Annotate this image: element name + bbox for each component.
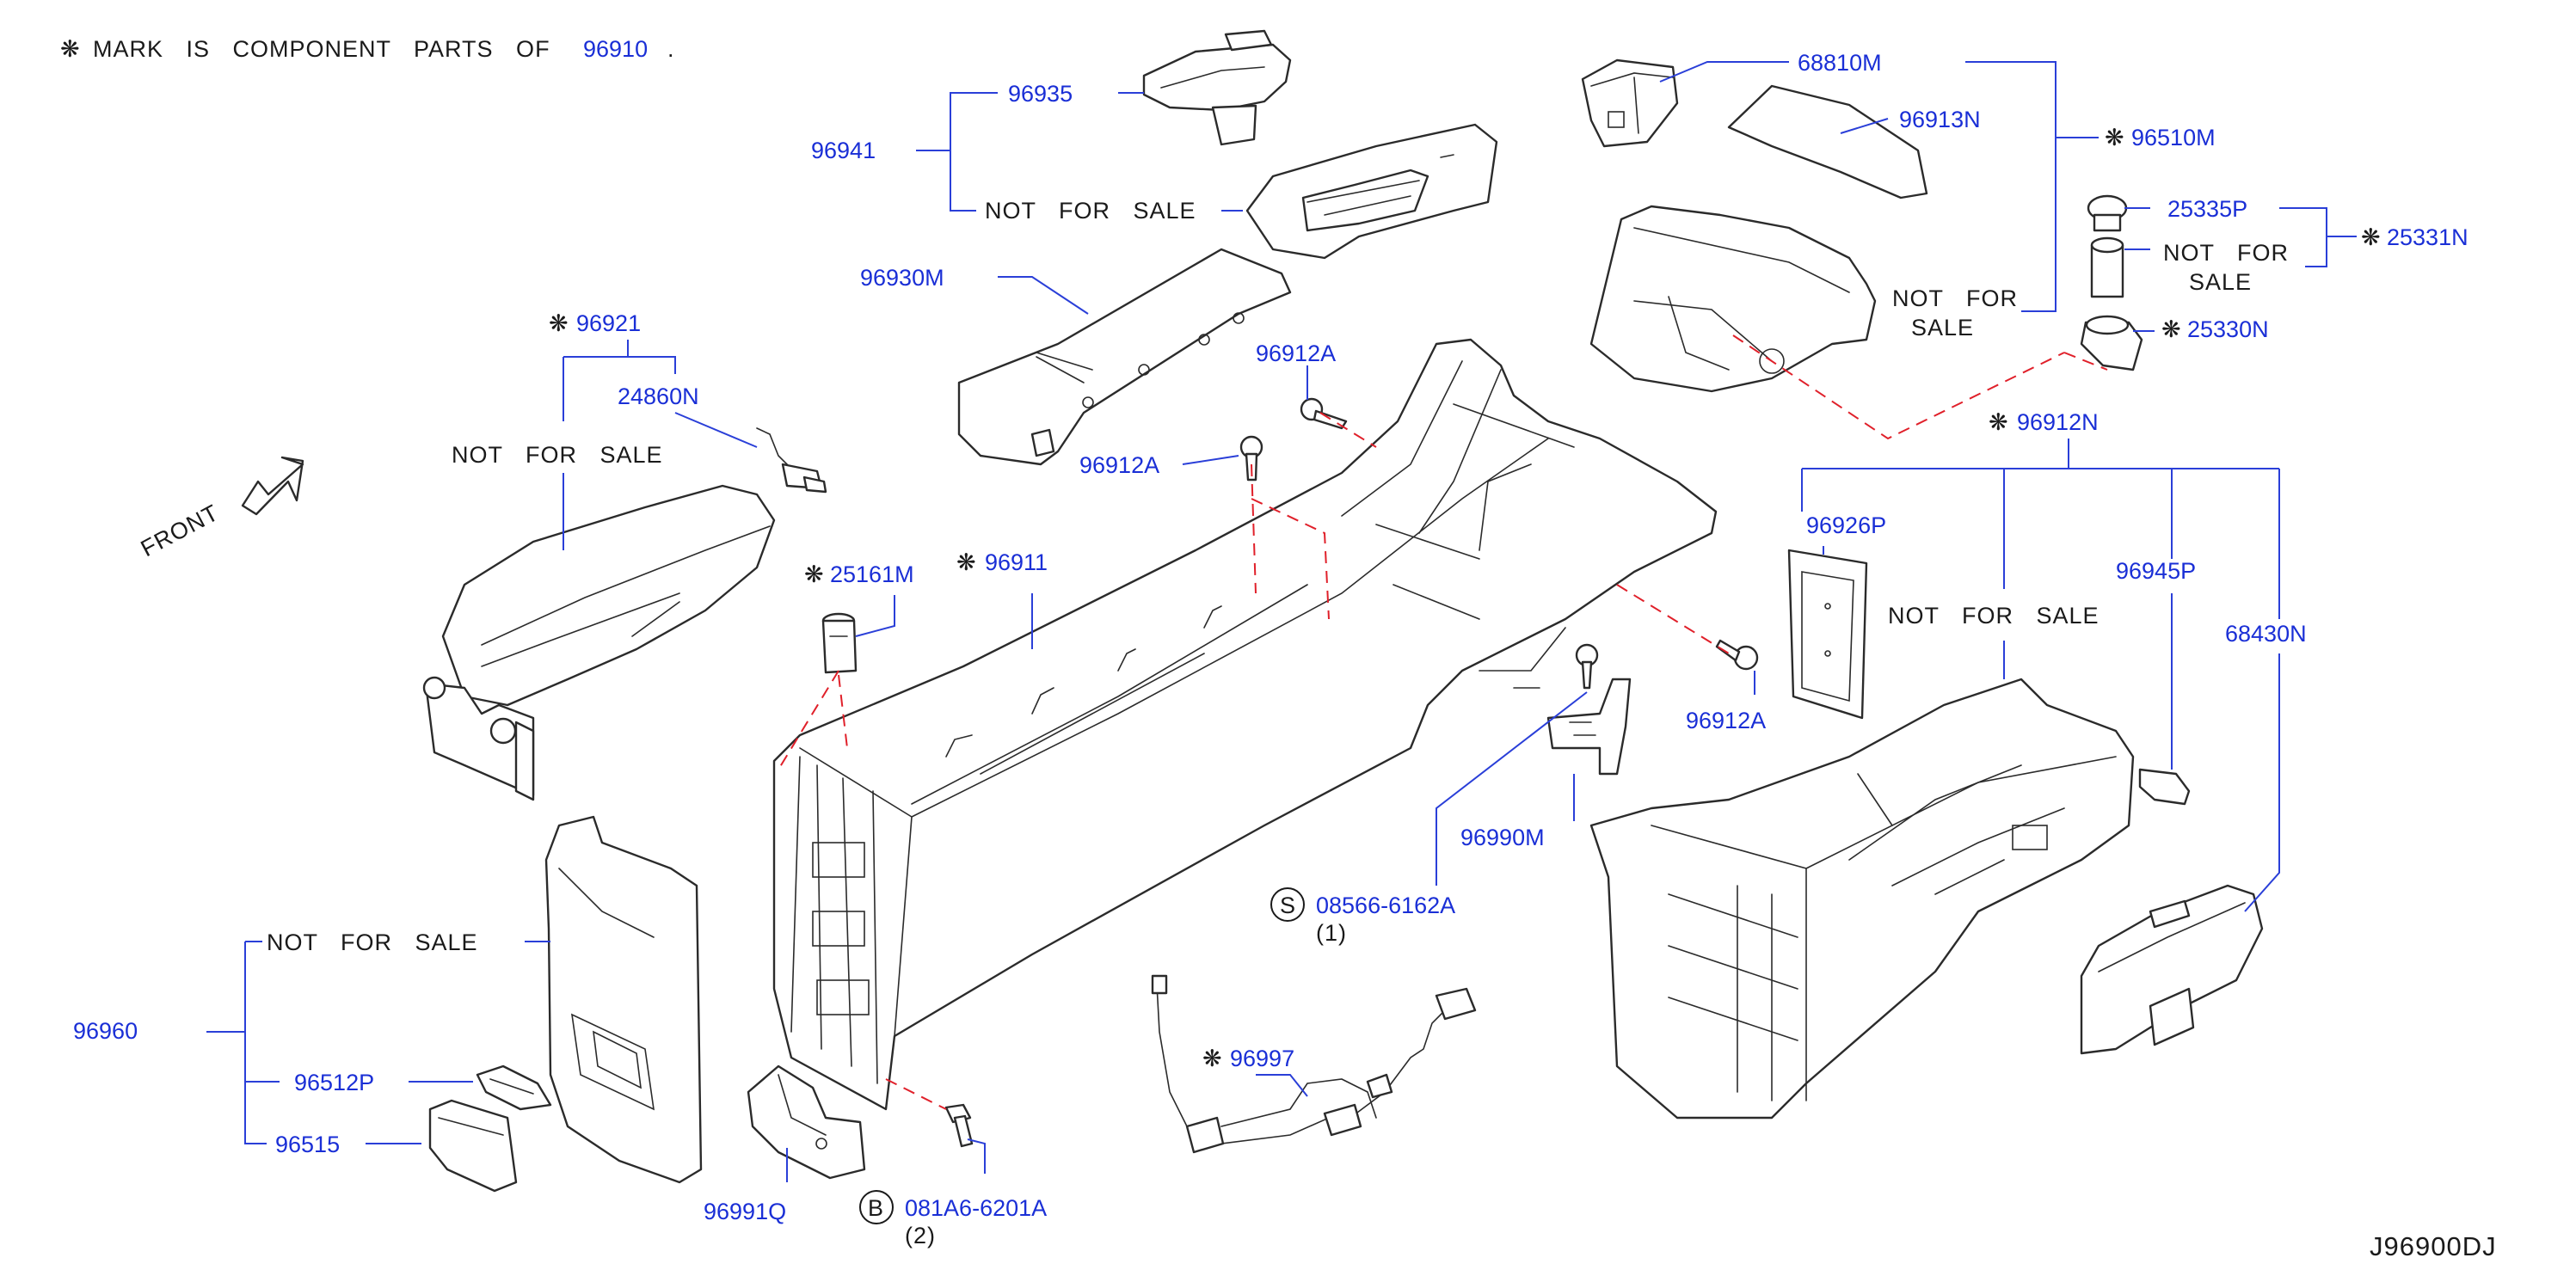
part-081A6-bolt (944, 1103, 974, 1148)
callout-96913N[interactable]: 96913N (1899, 107, 1981, 132)
mark-25330N: ❋ (2161, 316, 2182, 342)
part-console-box-upper (1589, 205, 1877, 393)
callout-96960[interactable]: 96960 (73, 1018, 138, 1044)
header-note-text: MARK IS COMPONENT PARTS OF (93, 36, 550, 62)
part-lower-console (1589, 678, 2135, 1120)
part-96960-side-finisher (544, 815, 703, 1184)
not-for-sale-label-2b: SALE (1911, 315, 1974, 340)
part-96945P-switch (2138, 768, 2191, 806)
leader-lines (206, 61, 2357, 1182)
front-indicator: FRONT (137, 456, 304, 561)
front-arrow-icon (241, 456, 304, 516)
callout-96926P[interactable]: 96926P (1806, 512, 1886, 538)
part-96913N-mat (1727, 84, 1928, 199)
callout-08566-6162A[interactable]: 08566-6162A (1316, 893, 1455, 918)
part-power-outlet (2080, 194, 2143, 371)
standard-part-circle-s (1270, 887, 1305, 922)
part-96997-harness (1151, 974, 1477, 1154)
part-armrest (422, 484, 776, 801)
part-96911-console-body (772, 338, 1718, 1111)
not-for-sale-label-2a: NOT FOR (1892, 285, 2018, 311)
part-96926P-panel (1787, 549, 1868, 720)
header-note: ❋ MARK IS COMPONENT PARTS OF 96910 . (60, 36, 675, 62)
callout-96935[interactable]: 96935 (1008, 81, 1073, 107)
diagram-code: J96900DJ (2370, 1231, 2497, 1261)
part-96512P-clip (476, 1064, 552, 1111)
not-for-sale-label-3a: NOT FOR (2163, 240, 2289, 266)
callout-25161M[interactable]: 25161M (830, 561, 914, 587)
callout-96945P[interactable]: 96945P (2116, 558, 2196, 584)
callout-96912N[interactable]: 96912N (2017, 409, 2099, 435)
mark-96510M: ❋ (2105, 125, 2125, 150)
not-for-sale-label-1: NOT FOR SALE (985, 198, 1196, 224)
part-shift-finisher (1245, 123, 1498, 260)
qty-08566: (1) (1316, 920, 1347, 946)
callout-96912A-2[interactable]: 96912A (1079, 452, 1159, 478)
callout-96515[interactable]: 96515 (275, 1132, 340, 1157)
not-for-sale-label-5: NOT FOR SALE (1888, 603, 2100, 629)
callout-081A6-6201A[interactable]: 081A6-6201A (905, 1195, 1047, 1221)
qty-081A6: (2) (905, 1223, 936, 1248)
callout-96911[interactable]: 96911 (985, 549, 1048, 575)
header-note-period: . (667, 36, 675, 62)
mark-25331N: ❋ (2361, 224, 2382, 250)
part-96515-tray (428, 1099, 518, 1193)
standard-part-type-s: S (1280, 893, 1296, 918)
labels: 96941 96935 NOT FOR SALE 96930M 68810M 9… (73, 50, 2497, 1261)
callout-68430N[interactable]: 68430N (2225, 621, 2307, 647)
callout-96997[interactable]: 96997 (1230, 1046, 1294, 1071)
callout-25335P[interactable]: 25335P (2167, 196, 2247, 222)
mark-96912N: ❋ (1989, 409, 2009, 435)
part-68810M-bin (1581, 58, 1679, 148)
assembly-dashed-lines (778, 334, 2108, 1110)
callout-96991Q[interactable]: 96991Q (704, 1199, 786, 1224)
not-for-sale-label-4: NOT FOR SALE (452, 442, 663, 468)
callout-96941[interactable]: 96941 (811, 138, 876, 163)
callout-96930M[interactable]: 96930M (860, 265, 944, 291)
header-note-part-ref[interactable]: 96910 (583, 36, 648, 62)
part-96912A-screw-3 (1715, 639, 1759, 671)
callout-96512P[interactable]: 96512P (294, 1070, 374, 1095)
mark-96911: ❋ (956, 549, 977, 575)
standard-part-circle-b (859, 1190, 894, 1224)
callout-24860N[interactable]: 24860N (618, 383, 699, 409)
callout-96921[interactable]: 96921 (576, 310, 641, 336)
callout-96510M[interactable]: 96510M (2131, 125, 2216, 150)
part-24860N-connector (756, 427, 827, 494)
part-96912A-screw-2 (1239, 435, 1263, 482)
part-96935-cup-insert (1142, 29, 1292, 146)
callout-96990M[interactable]: 96990M (1460, 825, 1545, 850)
callout-96912A-3[interactable]: 96912A (1686, 708, 1766, 733)
mark-96997: ❋ (1202, 1046, 1223, 1071)
callout-25330N[interactable]: 25330N (2187, 316, 2269, 342)
part-96930M-lid (957, 248, 1292, 466)
front-label: FRONT (137, 500, 224, 561)
not-for-sale-label-6: NOT FOR SALE (267, 929, 478, 955)
standard-part-type-b: B (868, 1195, 884, 1221)
part-96991Q-bracket (747, 1064, 866, 1180)
part-96990M-bracket (1546, 678, 1632, 776)
callout-25331N[interactable]: 25331N (2387, 224, 2468, 250)
mark-96921: ❋ (549, 310, 569, 336)
callout-96912A-1[interactable]: 96912A (1256, 340, 1336, 366)
part-68430N-pocket (2080, 884, 2264, 1055)
part-25161M-switch (821, 612, 858, 674)
part-96912A-screw-4 (1575, 643, 1599, 690)
header-mark-symbol: ❋ (60, 36, 81, 62)
callout-68810M[interactable]: 68810M (1798, 50, 1882, 76)
not-for-sale-label-3b: SALE (2189, 269, 2252, 295)
mark-25161M: ❋ (804, 561, 825, 587)
